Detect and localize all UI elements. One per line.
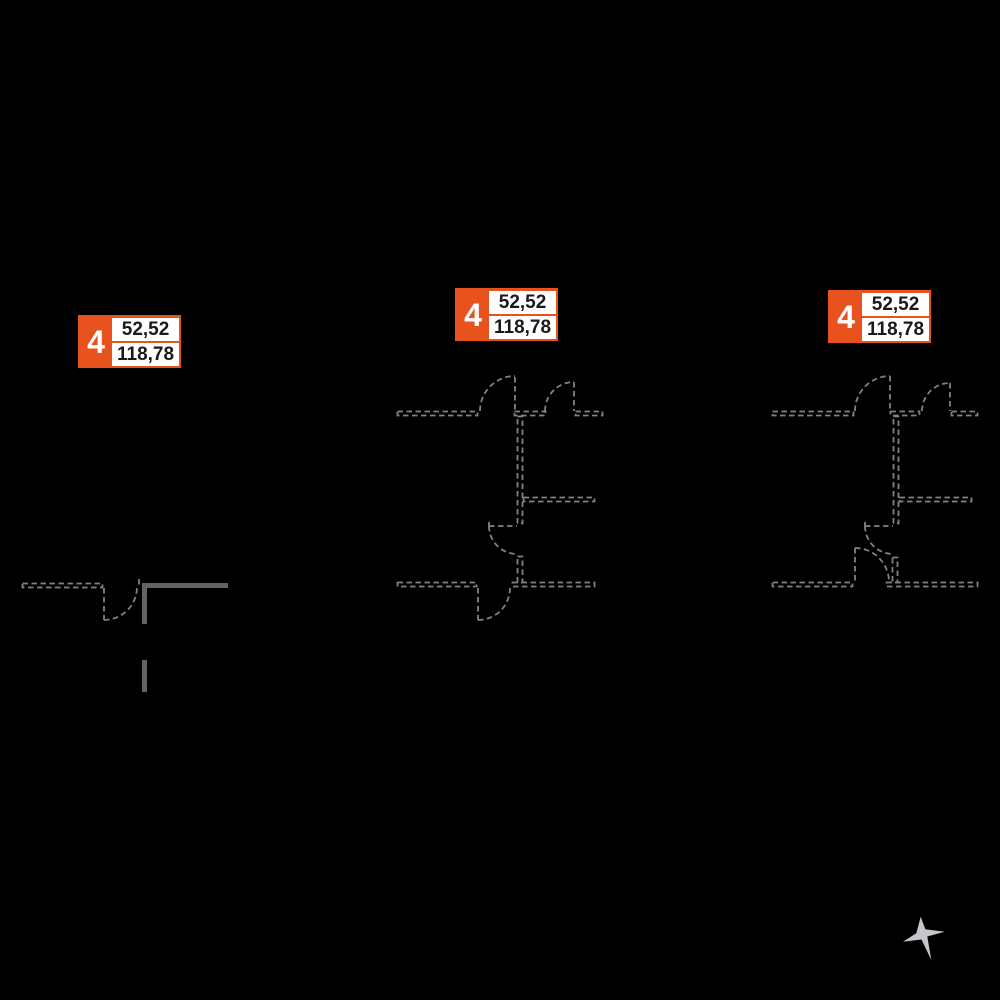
dashed-wall <box>513 410 547 417</box>
floor-plan-fragment-3 <box>768 372 983 629</box>
dashed-wall <box>396 410 479 417</box>
floor-plan-fragment-2 <box>393 372 608 629</box>
apartment-badge-2[interactable]: 4 52,52 118,78 <box>455 288 559 341</box>
area-value: 52,52 <box>489 290 557 314</box>
badge-values: 52,52 118,78 <box>489 290 557 339</box>
door-swing-arc <box>479 375 516 412</box>
dashed-wall <box>511 581 596 588</box>
dashed-walls <box>21 579 140 621</box>
dashed-wall <box>522 496 596 503</box>
door-swing-arc <box>854 547 890 583</box>
dashed-wall <box>21 582 104 589</box>
floor-plan-1-drawing <box>21 579 228 692</box>
dashed-walls <box>771 375 979 588</box>
door-swing-arc <box>488 525 518 555</box>
star-polygon <box>903 916 945 960</box>
wall <box>143 583 228 588</box>
area-value: 52,52 <box>112 317 180 341</box>
badge-values: 52,52 118,78 <box>862 292 930 341</box>
door-swing-arc <box>864 525 894 555</box>
dashed-wall <box>898 496 973 503</box>
total-area-value: 118,78 <box>862 317 930 341</box>
apartment-badge-1[interactable]: 4 52,52 118,78 <box>78 315 182 368</box>
apartment-number-label: 4 <box>464 296 482 333</box>
compass-star-icon <box>898 910 950 970</box>
door-swing-arc <box>544 381 575 412</box>
solid-walls <box>142 583 228 692</box>
dashed-wall <box>516 415 524 525</box>
area-value: 52,52 <box>862 292 930 316</box>
total-area-value: 118,78 <box>489 315 557 339</box>
dashed-wall <box>396 581 478 588</box>
apartment-number-label: 4 <box>87 323 105 360</box>
dashed-wall <box>771 581 854 588</box>
apartment-number-label: 4 <box>837 298 855 335</box>
dashed-wall <box>889 410 921 417</box>
dashed-wall <box>885 581 979 588</box>
floor-plan-fragment-1 <box>18 574 233 704</box>
badge-values: 52,52 118,78 <box>112 317 180 366</box>
door-swing-arc <box>921 382 951 412</box>
wall <box>142 583 147 624</box>
total-area-value: 118,78 <box>112 342 180 366</box>
floor-plan-3-drawing <box>771 375 979 588</box>
door-swing-arc <box>854 375 891 412</box>
dashed-wall <box>516 555 524 584</box>
apartment-badge-3[interactable]: 4 52,52 118,78 <box>828 290 932 343</box>
floor-plan-2-drawing <box>396 375 604 621</box>
dashed-wall <box>891 556 899 584</box>
door-swing-arc <box>103 586 138 621</box>
dashed-wall <box>950 410 979 417</box>
compass-star-shape <box>903 916 945 960</box>
wall <box>142 660 147 692</box>
dashed-walls <box>396 375 604 621</box>
door-swing-arc <box>477 587 511 621</box>
dashed-wall <box>574 410 604 417</box>
dashed-wall <box>892 415 900 525</box>
dashed-wall <box>771 410 855 417</box>
